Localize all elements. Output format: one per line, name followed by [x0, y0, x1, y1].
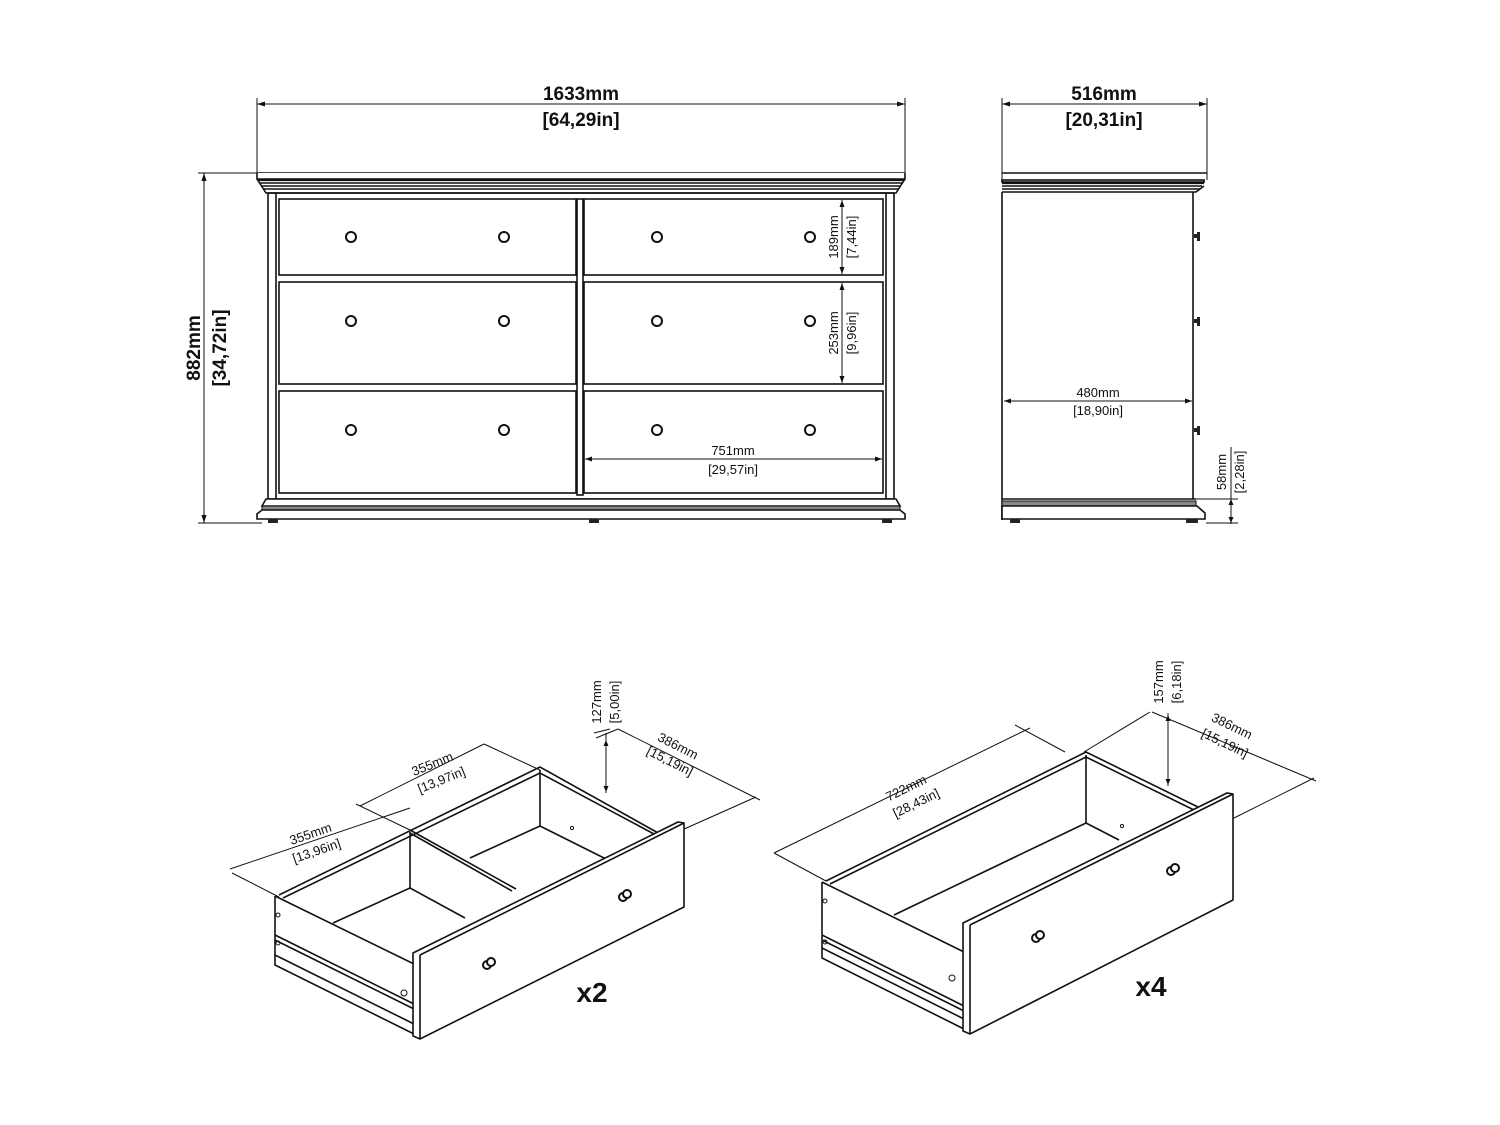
drawer-height-in: [9,96in] — [844, 312, 859, 355]
knob-icon — [618, 889, 632, 902]
drawer-width-dimension: 751mm [29,57in] — [585, 443, 882, 477]
front-view: 1633mm [64,29in] 882mm [34,72in] — [184, 84, 906, 524]
large-drawer-depth-dimension: 386mm [15,19in] — [1083, 710, 1317, 821]
top-drawer-height-dimension: 189mm [7,44in] — [826, 200, 859, 274]
top-drawer-height-mm: 189mm — [826, 215, 841, 258]
side-body — [1001, 192, 1200, 520]
overall-height-mm: 882mm — [184, 315, 205, 381]
knob-icon — [498, 231, 510, 243]
plinth-height-dimension: 58mm [2,28in] — [1196, 447, 1247, 524]
overall-width-mm: 1633mm — [543, 84, 619, 105]
small-drawer-compartment2-dimension: 355mm [13,97in] — [359, 743, 541, 807]
drawer-height-mm: 253mm — [826, 311, 841, 354]
drawer-width-mm: 751mm — [711, 443, 754, 458]
small-drawer-isometric: 355mm [13,96in] 355mm [13,97in] 127mm [5… — [229, 680, 761, 1040]
knob-icon — [345, 231, 357, 243]
side-plinth — [1001, 498, 1206, 523]
side-depth-mm: 516mm — [1071, 84, 1137, 105]
small-drawer-height-in: [5,00in] — [607, 681, 622, 724]
knob-icon — [804, 231, 816, 243]
drawer-front-left-2 — [278, 281, 577, 385]
drawer-width-in: [29,57in] — [708, 462, 758, 477]
drawer-front-left-3 — [278, 390, 577, 494]
top-drawer-height-in: [7,44in] — [844, 216, 859, 259]
knob-icon — [804, 424, 816, 436]
large-drawer-height-mm: 157mm — [1151, 660, 1166, 703]
inner-depth-dimension: 480mm [18,90in] — [1004, 385, 1192, 418]
drawer-front-left-1 — [278, 198, 577, 276]
side-depth-dimension: 516mm [20,31in] — [1001, 84, 1208, 180]
drawer-height-dimension: 253mm [9,96in] — [826, 283, 859, 383]
large-drawer-quantity: x4 — [1135, 971, 1167, 1002]
overall-width-in: [64,29in] — [542, 110, 619, 131]
plinth-height-mm: 58mm — [1214, 454, 1229, 490]
inner-depth-in: [18,90in] — [1073, 403, 1123, 418]
cabinet-body — [267, 192, 895, 500]
knob-icon — [651, 424, 663, 436]
knob-icon — [1166, 863, 1180, 876]
large-drawer-length-dimension: 722mm [28,43in] — [773, 724, 1066, 882]
knob-icon — [1031, 930, 1045, 943]
plinth-height-in: [2,28in] — [1232, 451, 1247, 494]
plinth — [256, 498, 906, 523]
side-view: 516mm [20,31in] 480mm [18,90in] — [1001, 84, 1247, 524]
overall-width-dimension: 1633mm [64,29in] — [256, 84, 906, 180]
drawer-front-right-1 — [583, 198, 884, 276]
knob-icon — [498, 424, 510, 436]
large-drawer-height-dimension: 157mm [6,18in] — [1151, 660, 1184, 786]
large-drawer-isometric: 722mm [28,43in] 157mm [6,18in] 386mm [15… — [773, 660, 1317, 1035]
large-drawer-height-in: [6,18in] — [1169, 661, 1184, 704]
small-drawer-compartment1-dimension: 355mm [13,96in] — [229, 803, 411, 898]
overall-height-dimension: 882mm [34,72in] — [184, 172, 262, 524]
knob-icon — [345, 315, 357, 327]
side-cornice — [1001, 172, 1207, 193]
top-cornice — [256, 172, 906, 194]
side-depth-in: [20,31in] — [1065, 110, 1142, 131]
overall-height-in: [34,72in] — [210, 309, 231, 386]
small-drawer-height-mm: 127mm — [589, 680, 604, 723]
knob-icon — [651, 231, 663, 243]
knob-icon — [345, 424, 357, 436]
knob-icon — [498, 315, 510, 327]
small-drawer-quantity: x2 — [576, 977, 607, 1008]
drawer-front-right-2 — [583, 281, 884, 385]
inner-depth-mm: 480mm — [1076, 385, 1119, 400]
small-drawer-height-dimension: 127mm [5,00in] — [589, 680, 622, 793]
knob-icon — [651, 315, 663, 327]
knob-icon — [804, 315, 816, 327]
drawer-front-right-3 — [583, 390, 884, 494]
knob-icon — [482, 957, 496, 970]
